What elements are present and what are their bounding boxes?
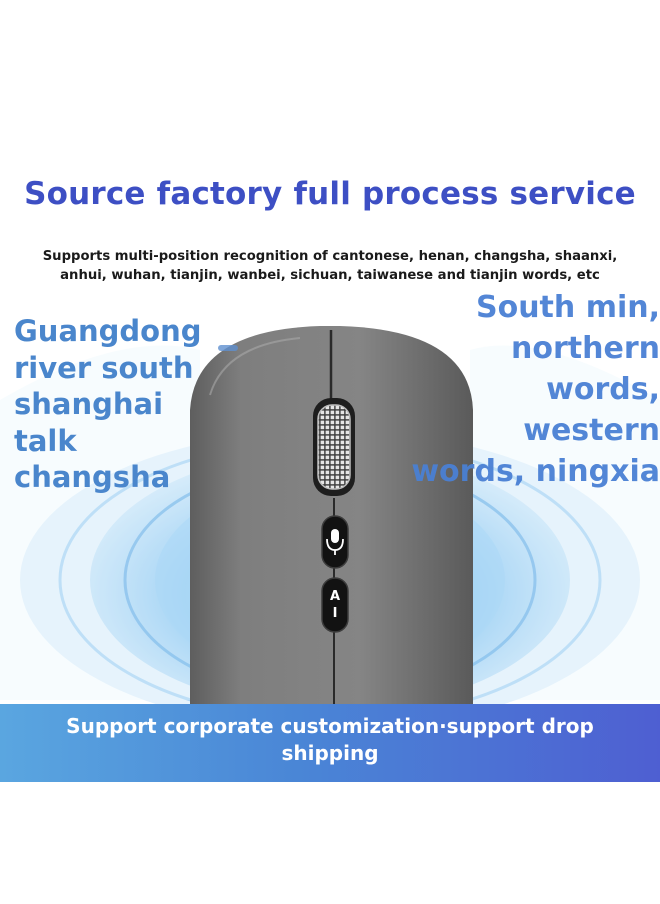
ai-label-i: I	[333, 606, 338, 621]
dialect-label: shanghai	[14, 387, 164, 421]
dialect-label: changsha	[14, 460, 171, 494]
banner-text: Support corporate customization·support …	[0, 713, 660, 767]
dialect-label: words,	[546, 372, 660, 407]
dialect-label: South min,	[475, 290, 660, 325]
dialect-label: river south	[14, 350, 194, 385]
voice-button	[321, 515, 349, 569]
dialect-label: western	[523, 413, 660, 448]
dialect-label: words, ningxia	[411, 454, 660, 489]
page-title: Source factory full process service	[24, 176, 636, 212]
ai-button: A I	[321, 577, 349, 633]
mouse-illustration: A I	[0, 326, 660, 705]
wireless-mouse	[190, 326, 473, 705]
dialect-label: Guangdong	[14, 314, 202, 348]
ai-label-a: A	[330, 589, 340, 604]
bottom-banner	[0, 704, 660, 782]
dialect-list-left: Guangdong river south shanghai talk chan…	[14, 313, 202, 496]
microphone-icon	[326, 529, 344, 555]
banner-line-2: shipping	[281, 741, 379, 765]
banner-line-1: Support corporate customization·support …	[66, 714, 594, 738]
subtitle-line-2: anhui, wuhan, tianjin, wanbei, sichuan, …	[60, 268, 600, 283]
subtitle-line-1: Supports multi-position recognition of c…	[42, 249, 618, 264]
dialect-label: northern	[511, 331, 660, 366]
dialect-list-right: South min, northern words, western words…	[411, 287, 660, 492]
subtitle: Supports multi-position recognition of c…	[10, 247, 650, 285]
scroll-wheel	[313, 398, 355, 496]
dialect-label: talk	[14, 423, 77, 458]
